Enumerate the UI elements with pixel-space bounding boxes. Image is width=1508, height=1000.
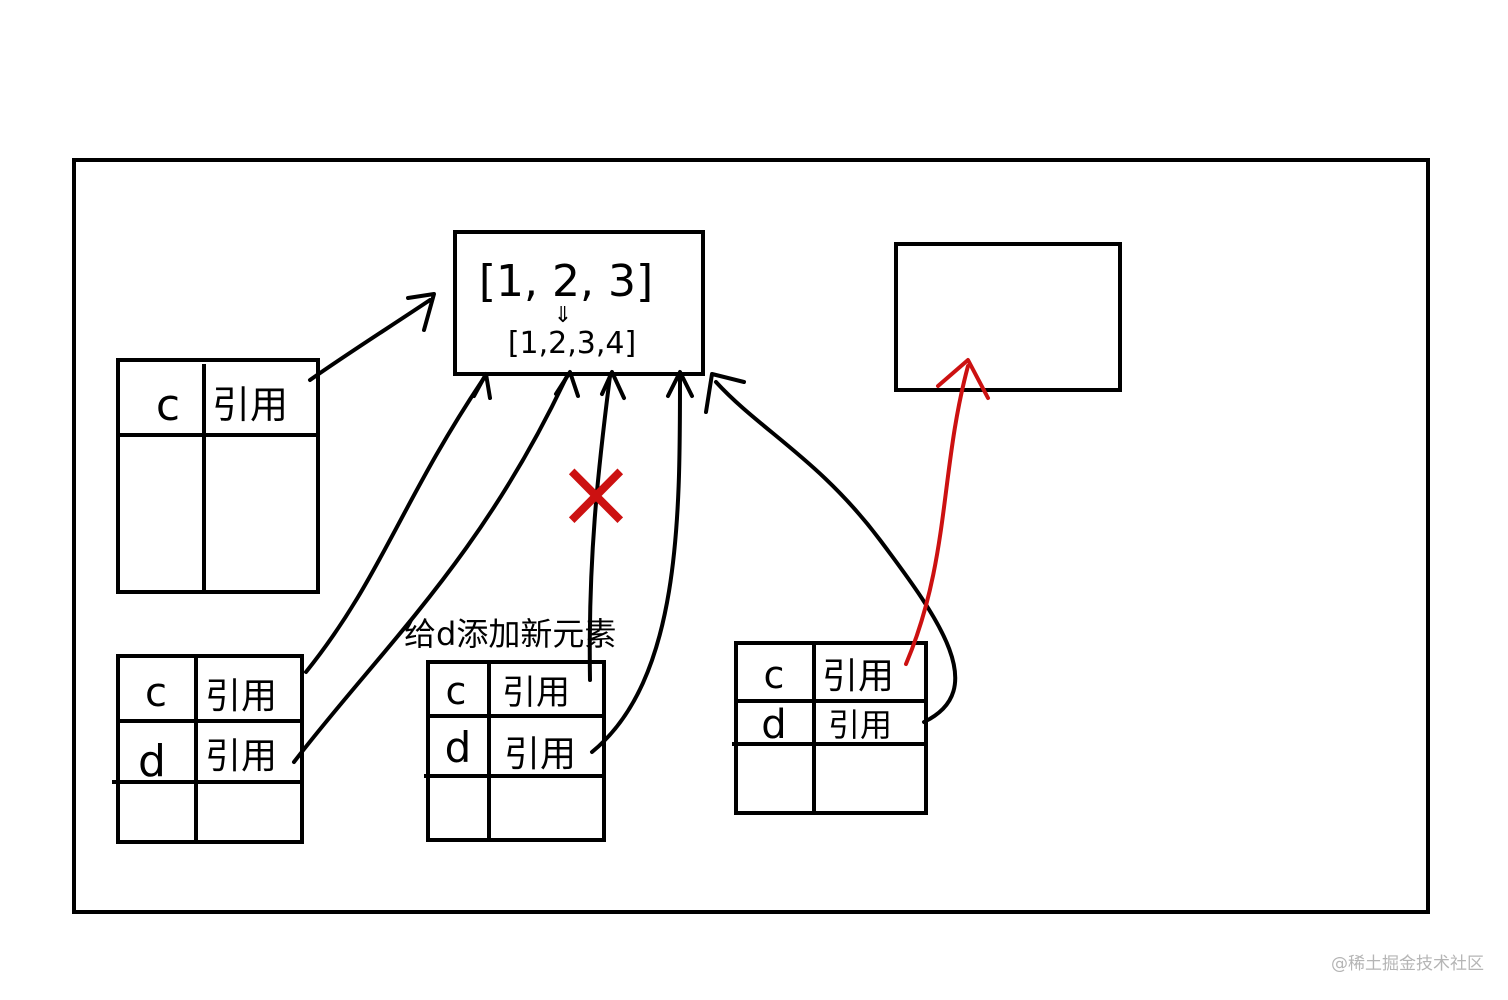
frame-3-row-1-var: c [446, 669, 467, 713]
heap-array-original: [1, 2, 3] [479, 256, 653, 307]
frame-4-row-1-var: c [764, 653, 785, 697]
frame-3-border [426, 660, 606, 842]
arrow-frame4-d [714, 380, 958, 724]
arrow-frame3-c-head [600, 370, 626, 400]
frame-3-row-2-ref: 引用 [504, 734, 576, 775]
arrow-frame2-d-head [554, 370, 580, 398]
frame-3-row-2-var: d [445, 723, 472, 772]
arrow-frame1-c [308, 298, 432, 382]
arrow-frame2-c [304, 376, 486, 674]
arrow-frame4-c-red [904, 364, 970, 666]
frame-2-row-1-var: c [145, 670, 167, 716]
reference-arrows [292, 292, 958, 764]
frame-4: c 引用 d 引用 [732, 641, 928, 815]
arrow-frame2-d [292, 376, 568, 764]
mutation-arrow: ⇓ [554, 303, 572, 328]
cross-mark: × [556, 437, 636, 549]
heap-object-box [453, 230, 705, 376]
arrow-frame1-c-head [406, 292, 436, 332]
arrow-frame2-c-head [472, 372, 492, 400]
frame-2: c 引用 d 引用 [112, 654, 304, 844]
watermark: @稀土掘金技术社区 [1331, 954, 1484, 974]
heap-array-modified: [1,2,3,4] [508, 326, 636, 361]
frame-1-border [116, 358, 320, 594]
new-heap-object-box [894, 242, 1122, 392]
frame-3: c 引用 d 引用 [424, 660, 606, 842]
arrow-frame3-d [590, 376, 682, 754]
frame-1-row-1-ref: 引用 [212, 383, 288, 427]
frame-1-row-1-var: c [156, 380, 180, 431]
arrow-frame4-c-red-head [936, 358, 990, 400]
frame-2-row-1-ref: 引用 [205, 676, 277, 717]
memory-boundary [72, 158, 1430, 914]
frame-2-row-2-var: d [138, 736, 166, 787]
heap-object: [1, 2, 3] ⇓ [1,2,3,4] [453, 230, 705, 376]
frame-4-row-1-ref: 引用 [822, 656, 894, 697]
reassigned-reference [904, 358, 990, 666]
frame-4-row-2-ref: 引用 [828, 706, 892, 744]
arrow-frame4-d-head [704, 372, 746, 414]
arrow-frame3-d-head [666, 370, 694, 398]
annotation-caption: 给d添加新元素 [404, 615, 617, 653]
arrow-frame3-c [587, 374, 612, 682]
frame-4-border [734, 641, 928, 815]
frame-4-row-2-var: d [761, 702, 786, 748]
frame-3-row-1-ref: 引用 [502, 673, 570, 713]
frame-2-row-2-ref: 引用 [205, 736, 277, 777]
frame-1: c 引用 [116, 358, 320, 594]
